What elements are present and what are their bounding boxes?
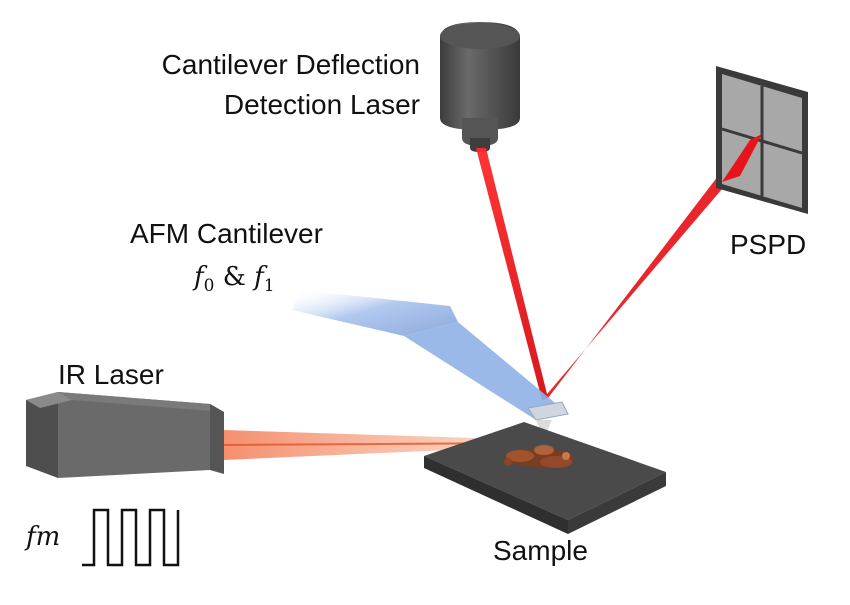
ampersand: & <box>222 262 246 292</box>
f0-subscript: 0 <box>203 276 215 297</box>
sample-stage-icon <box>424 422 666 534</box>
pspd-label: PSPD <box>730 229 807 260</box>
fm-label: fm <box>26 522 61 552</box>
f0-symbol: f <box>194 262 204 292</box>
f1-symbol: f <box>254 262 264 292</box>
pspd-detector-icon <box>716 66 808 214</box>
sample-material <box>504 445 574 468</box>
ir-laser-icon <box>26 392 224 478</box>
ir-laser-label: IR Laser <box>58 359 164 390</box>
cantilever-label: AFM Cantilever <box>130 218 323 249</box>
square-wave-icon <box>82 508 180 567</box>
detection-laser-label-line2: Detection Laser <box>223 89 420 120</box>
frequency-label: f0 & f1 <box>194 262 275 296</box>
detection-laser-icon <box>440 22 520 152</box>
sample-label: Sample <box>493 535 588 566</box>
detection-laser-label-line1: Cantilever Deflection <box>161 49 420 80</box>
afm-cantilever-icon <box>292 290 569 438</box>
f1-subscript: 1 <box>263 276 275 297</box>
